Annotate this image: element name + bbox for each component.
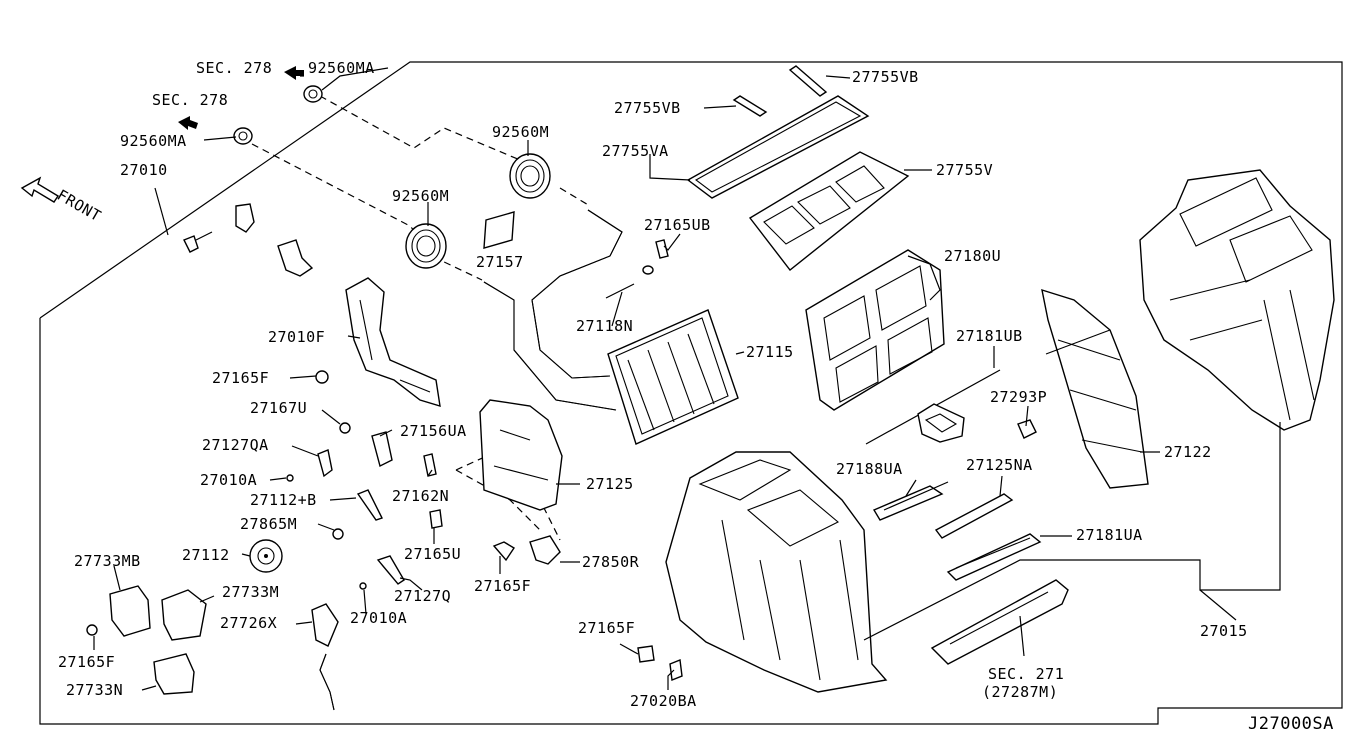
label-92560M-b: 92560M	[392, 187, 449, 205]
link-rod-27181UB-icon	[865, 369, 1001, 445]
bracket-clips-icon	[183, 203, 314, 277]
label-27165F-d: 27165F	[58, 653, 115, 671]
label-92560MA-b: 92560MA	[120, 132, 187, 150]
seal-frame-27755VA-icon	[686, 95, 870, 199]
label-27167U: 27167U	[250, 399, 307, 417]
bars-27188UA-27125NA-icon	[872, 481, 1042, 581]
label-27122: 27122	[1164, 443, 1212, 461]
small-clips-27165UB-icon	[605, 239, 669, 299]
label-27010A-b: 27010A	[350, 609, 407, 627]
label-27165U: 27165U	[404, 545, 461, 563]
label-27020BA: 27020BA	[630, 692, 697, 710]
label-27165F-c: 27165F	[578, 619, 635, 637]
label-27127QA: 27127QA	[202, 436, 269, 454]
label-27726X: 27726X	[220, 614, 277, 632]
label-27118N: 27118N	[576, 317, 633, 335]
sec278-arrow-icon	[178, 66, 304, 130]
filter-frame-27755V-icon	[748, 151, 910, 271]
label-27755VB-a: 27755VB	[852, 68, 919, 86]
grommet-92560M-icon	[405, 153, 551, 269]
label-27112: 27112	[182, 546, 230, 564]
label-27015: 27015	[1200, 622, 1248, 640]
label-27165F-b: 27165F	[474, 577, 531, 595]
small-fasteners-icon	[286, 370, 683, 681]
label-27850R: 27850R	[582, 553, 640, 571]
housing-27122-icon	[1041, 288, 1149, 489]
clip-27293P-icon	[1017, 419, 1037, 439]
label-sec278-b: SEC. 278	[152, 91, 228, 109]
unit-27125-icon	[479, 399, 563, 511]
label-92560M-a: 92560M	[492, 123, 549, 141]
label-27188UA: 27188UA	[836, 460, 903, 478]
duct-sec271-icon	[930, 579, 1069, 665]
leader-lines	[93, 67, 1281, 691]
label-27112B: 27112+B	[250, 491, 317, 509]
label-27157: 27157	[476, 253, 524, 271]
housing-center-27015-icon	[665, 451, 888, 693]
label-27162N: 27162N	[392, 487, 449, 505]
label-27865M: 27865M	[240, 515, 297, 533]
label-sec278-a: SEC. 278	[196, 59, 272, 77]
label-27115: 27115	[746, 343, 794, 361]
label-27125NA: 27125NA	[966, 456, 1033, 474]
housing-right-27015-icon	[1139, 169, 1335, 431]
label-27755VB-b: 27755VB	[614, 99, 681, 117]
diagram-frame	[39, 61, 1343, 725]
label-27165F-a: 27165F	[212, 369, 269, 387]
label-27755VA: 27755VA	[602, 142, 669, 160]
label-27180U: 27180U	[944, 247, 1001, 265]
front-direction-label: FRONT	[54, 186, 104, 225]
label-27733N: 27733N	[66, 681, 123, 699]
part-labels: SEC. 278 SEC. 278 92560MA 92560MA 27010 …	[58, 59, 1334, 734]
duct-27010F-icon	[345, 277, 441, 407]
label-27156UA: 27156UA	[400, 422, 467, 440]
label-27181UA: 27181UA	[1076, 526, 1143, 544]
label-27165UB: 27165UB	[644, 216, 711, 234]
label-27010F: 27010F	[268, 328, 325, 346]
panel-27180U-icon	[805, 249, 945, 411]
label-27010A-a: 27010A	[200, 471, 257, 489]
grommet-92560MA-icon	[233, 85, 323, 145]
front-arrow-icon	[20, 176, 59, 203]
label-sec271: SEC. 271	[988, 665, 1064, 683]
label-27125: 27125	[586, 475, 634, 493]
label-92560MA-a: 92560MA	[308, 59, 375, 77]
label-27755V: 27755V	[936, 161, 993, 179]
label-27127Q: 27127Q	[394, 587, 451, 605]
label-27181UB: 27181UB	[956, 327, 1023, 345]
dashed-guide-lines	[251, 95, 591, 541]
seal-strips-27755VB-icon	[732, 65, 828, 117]
sensor-27726X-icon	[311, 603, 339, 711]
label-27287M: (27287M)	[982, 683, 1058, 701]
label-27733MB: 27733MB	[74, 552, 141, 570]
label-27010: 27010	[120, 161, 168, 179]
label-27293P: 27293P	[990, 388, 1047, 406]
heater-pipes-icon	[483, 209, 623, 411]
actuators-27733-icon	[86, 585, 207, 695]
motor-27112-icon	[249, 539, 283, 573]
label-27733M: 27733M	[222, 583, 279, 601]
pad-27157-icon	[483, 211, 515, 249]
diagram-code: J27000SA	[1248, 714, 1334, 734]
heater-core-27115-icon	[607, 309, 739, 445]
